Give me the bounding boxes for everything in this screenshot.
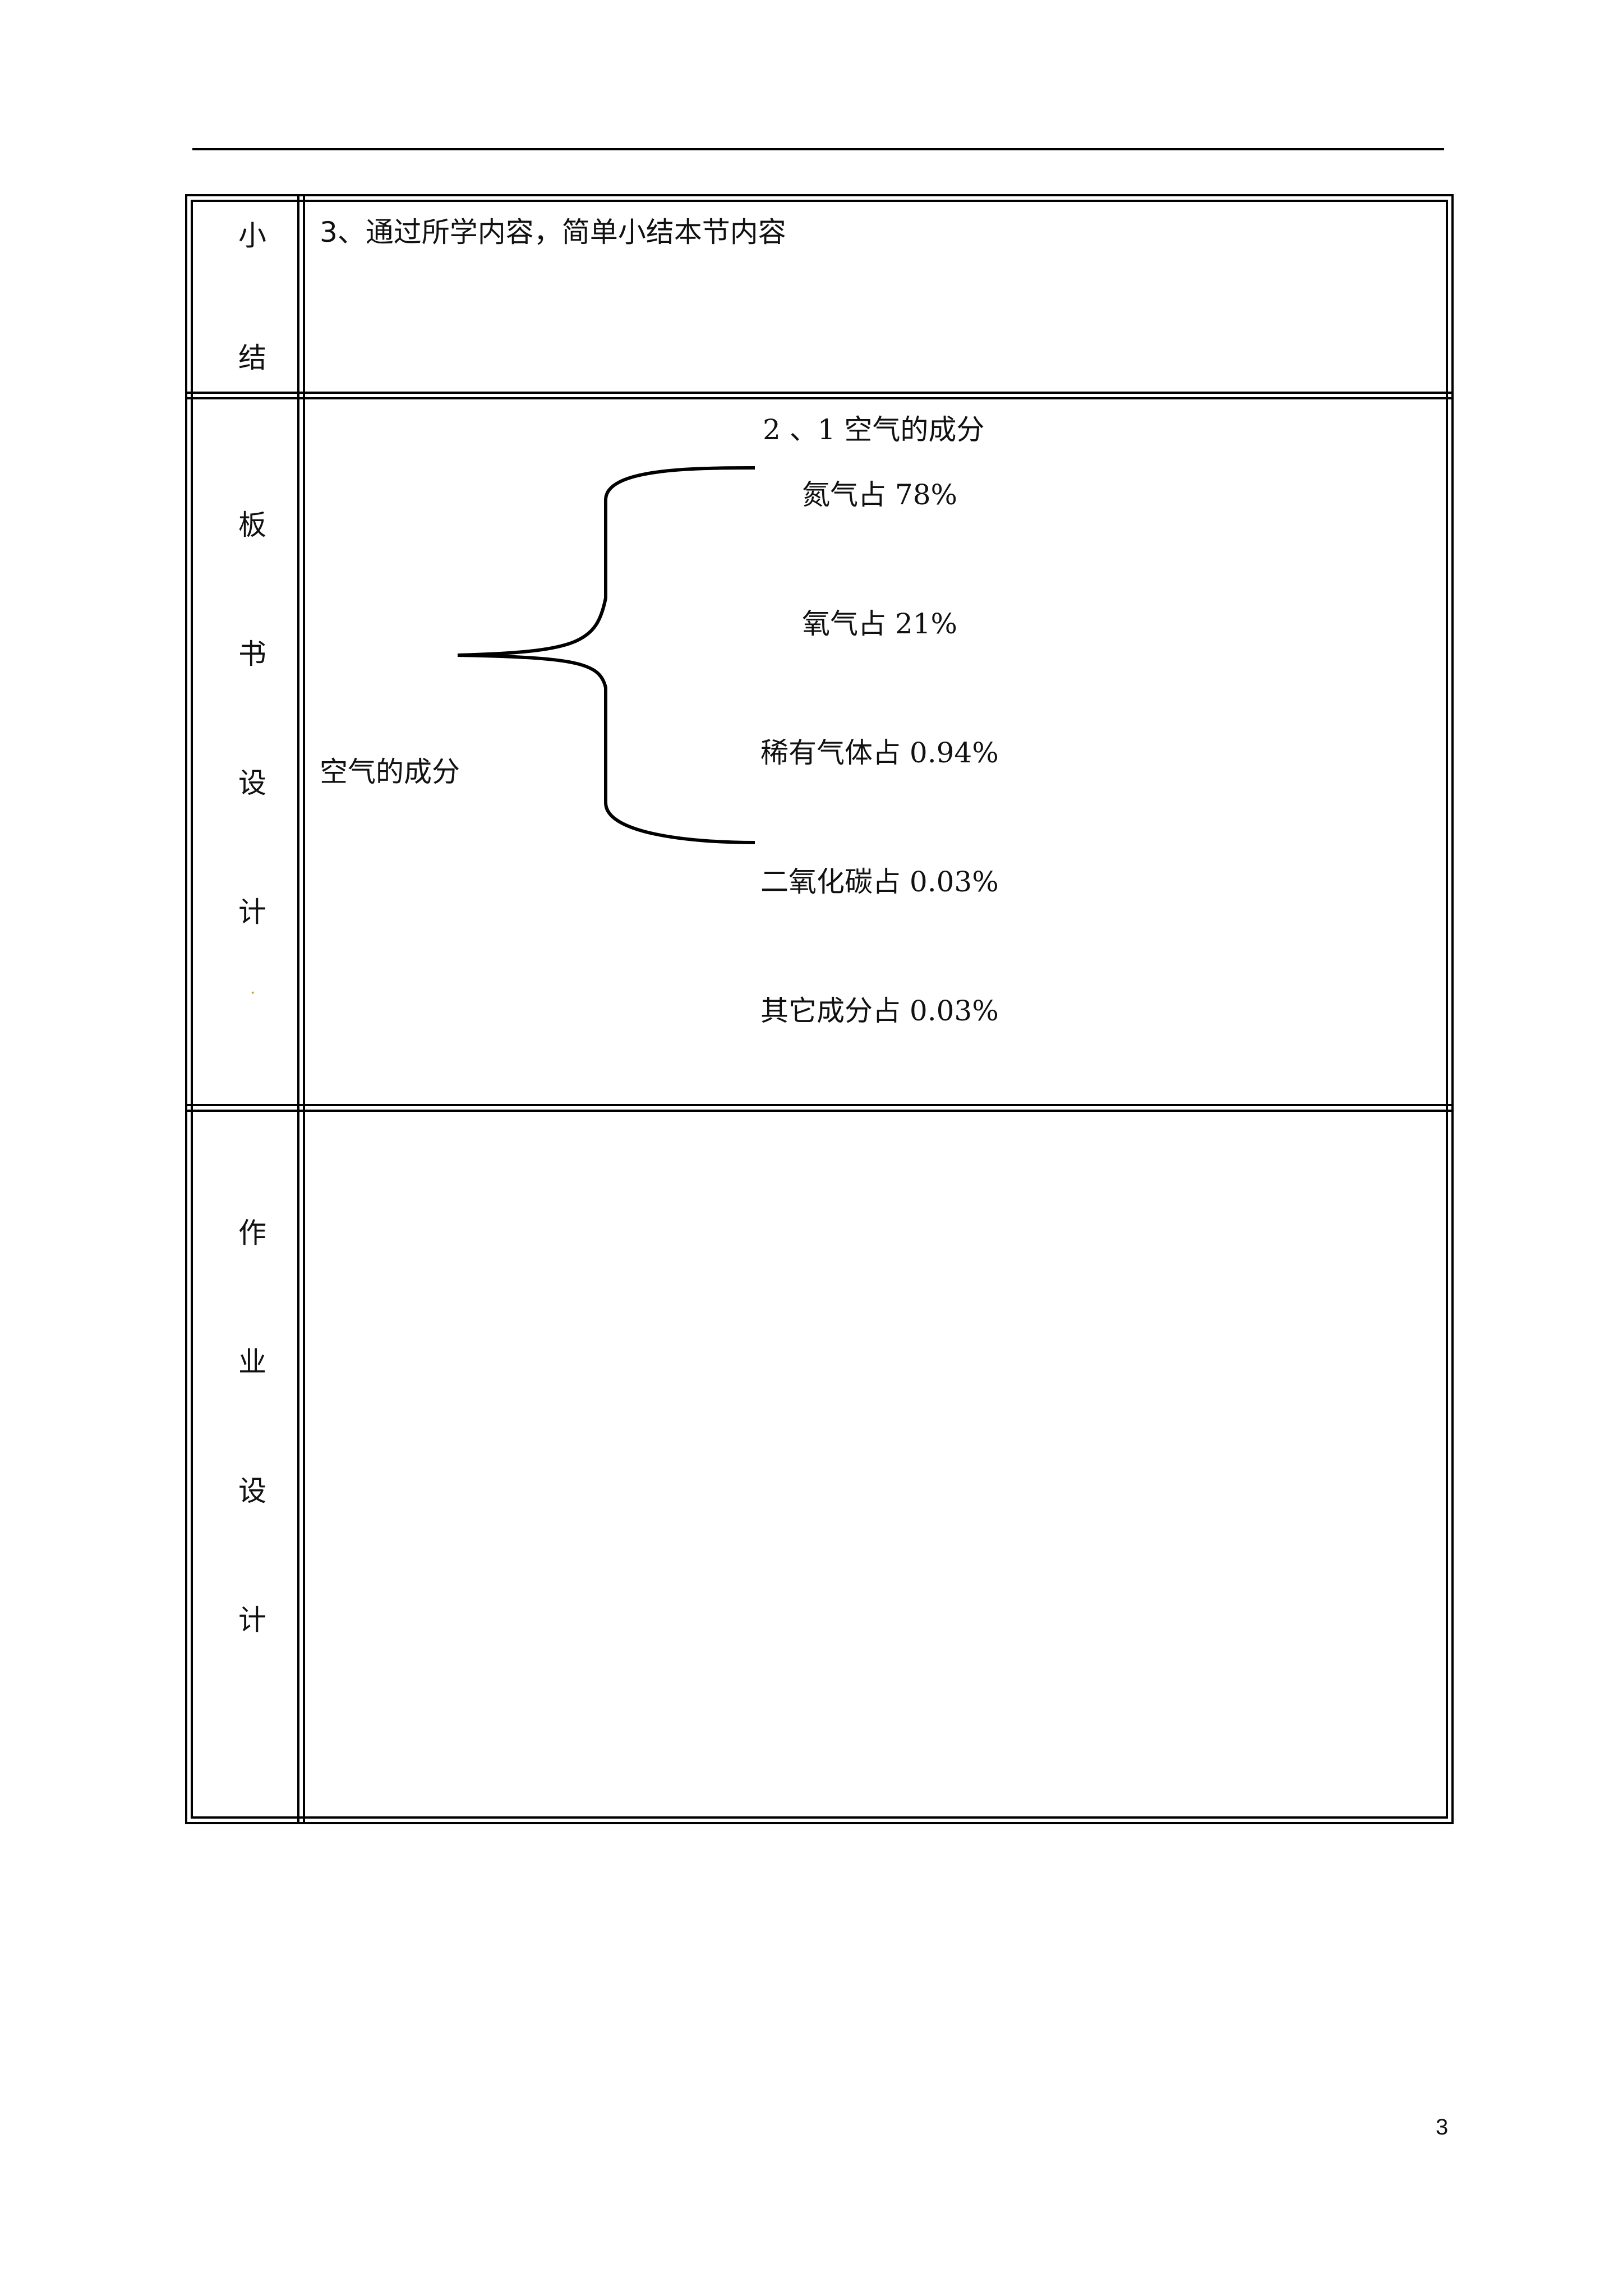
board-item-carbon-dioxide: 二氧化碳占 0.03% <box>760 866 999 898</box>
board-label-char: 板 <box>238 509 266 541</box>
board-item-oxygen: 氧气占 21% <box>802 608 958 640</box>
board-item-nitrogen: 氮气占 78% <box>802 478 958 511</box>
board-label-char: 设 <box>238 767 266 799</box>
homework-label-char: 计 <box>238 1604 266 1636</box>
homework-label-char: 设 <box>238 1475 266 1507</box>
column-divider <box>297 194 299 1824</box>
decorative-dot: · <box>250 983 256 1003</box>
board-title: 2 、1 空气的成分 <box>763 413 985 446</box>
board-label-char: 书 <box>238 638 266 670</box>
lesson-plan-table: 小 结 3、通过所学内容，简单小结本节内容 板 书 设 计 · 2 、1 空气的… <box>185 194 1454 1824</box>
board-item-other: 其它成分占 0.03% <box>760 995 999 1027</box>
table-outer-border <box>185 194 1454 1824</box>
summary-label-char: 小 <box>238 219 266 252</box>
homework-label-char: 作 <box>238 1217 266 1249</box>
curly-brace <box>457 466 755 844</box>
board-root-label: 空气的成分 <box>320 756 460 788</box>
summary-text: 3、通过所学内容，简单小结本节内容 <box>320 216 786 249</box>
row-divider-inner <box>185 1110 1454 1112</box>
row-divider <box>185 1104 1454 1106</box>
row-divider-inner <box>185 397 1454 399</box>
table-inner-border <box>191 200 1448 1819</box>
board-label-char: 计 <box>238 896 266 928</box>
page-number: 3 <box>1436 2115 1449 2139</box>
column-divider-inner <box>303 194 305 1824</box>
homework-label-char: 业 <box>238 1346 266 1378</box>
header-rule <box>192 148 1444 150</box>
summary-label-char: 结 <box>238 342 266 374</box>
row-divider <box>185 392 1454 394</box>
board-item-noble-gases: 稀有气体占 0.94% <box>760 737 999 769</box>
